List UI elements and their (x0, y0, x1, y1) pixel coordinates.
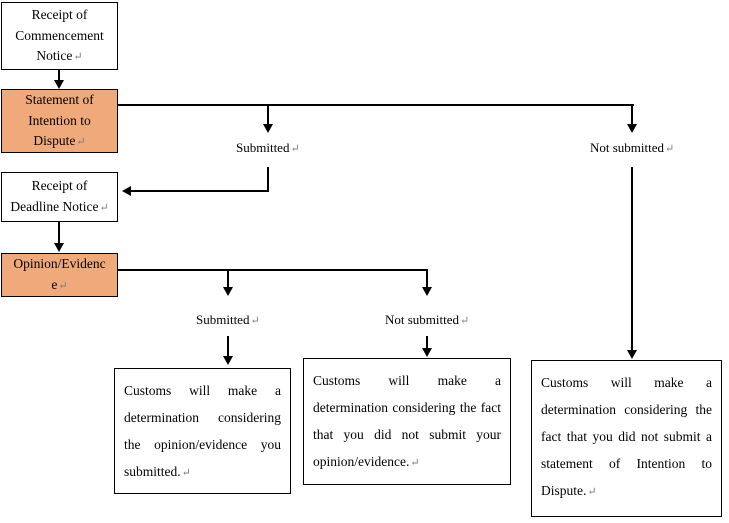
node-line: Intention to (28, 112, 91, 128)
node-line-with-cr: Dispute↵ (33, 131, 85, 152)
connector-opinion-not-submitted-stem (426, 269, 428, 289)
connector-statement-not-submitted-stem (631, 104, 633, 126)
node-line: Receipt of (31, 178, 88, 194)
connector-opinion-submitted-stem (227, 269, 229, 289)
arrowhead-left (122, 186, 131, 196)
edge-label-statement-not-submitted: Not submitted↵ (590, 141, 674, 155)
connector-to-outcome-right (631, 167, 633, 352)
outcome-text: Customs will make a determination consid… (313, 373, 501, 469)
outcome-box-opinion-submitted[interactable]: Customs will make a determination consid… (114, 368, 291, 494)
connector-submitted-to-deadline-run (131, 190, 269, 192)
connector-opinion-split-bar (117, 269, 428, 271)
edge-label-text: Submitted (196, 312, 250, 327)
node-line-with-cr: e↵ (51, 275, 67, 296)
node-line: Deadline Notice (10, 199, 99, 214)
cr-mark: ↵ (76, 136, 86, 149)
arrowhead-down (422, 348, 432, 357)
node-line-with-cr: Deadline Notice↵ (10, 197, 108, 218)
node-receipt-of-deadline-notice[interactable]: Receipt of Deadline Notice↵ (1, 172, 118, 222)
cr-mark: ↵ (73, 51, 83, 64)
node-line: Commencement (15, 27, 104, 43)
arrowhead-down (263, 124, 273, 133)
node-receipt-of-commencement-notice[interactable]: Receipt of Commencement Notice↵ (1, 2, 118, 70)
outcome-text: Customs will make a determination consid… (124, 383, 281, 479)
node-line: Opinion/Evidenc (13, 256, 106, 272)
arrowhead-down (223, 356, 233, 365)
connector-statement-split-bar (117, 104, 634, 106)
cr-mark: ↵ (181, 467, 191, 479)
cr-mark: ↵ (460, 315, 470, 327)
arrowhead-down (223, 287, 233, 296)
connector-deadline-to-opinion (58, 222, 60, 244)
node-line: Receipt of (31, 6, 88, 22)
edge-label-text: Not submitted (385, 312, 460, 327)
node-line-with-cr: Notice↵ (36, 46, 82, 67)
cr-mark: ↵ (665, 143, 675, 155)
node-statement-of-intention-to-dispute[interactable]: Statement of Intention to Dispute↵ (1, 89, 118, 153)
cr-mark: ↵ (99, 202, 109, 214)
connector-statement-submitted-stem (267, 104, 269, 126)
node-opinion-evidence[interactable]: Opinion/Evidenc e↵ (1, 253, 118, 297)
arrowhead-down (627, 124, 637, 133)
arrowhead-down (627, 350, 637, 359)
connector-submitted-to-deadline-stem (267, 167, 269, 192)
edge-label-statement-submitted: Submitted↵ (236, 141, 300, 155)
outcome-text: Customs will make a determination consid… (541, 375, 712, 498)
outcome-box-statement-not-submitted[interactable]: Customs will make a determination consid… (531, 360, 722, 517)
node-line: Dispute (33, 133, 76, 149)
connector-to-outcome-middle (426, 336, 428, 350)
cr-mark: ↵ (290, 143, 300, 155)
connector-commencement-to-statement (58, 70, 60, 82)
edge-label-opinion-submitted: Submitted↵ (196, 313, 260, 327)
node-line: Statement of (25, 91, 94, 107)
connector-to-outcome-left (227, 336, 229, 358)
arrowhead-down (54, 80, 64, 89)
cr-mark: ↵ (58, 280, 68, 292)
edge-label-text: Submitted (236, 140, 290, 155)
cr-mark: ↵ (410, 457, 420, 469)
node-line: Notice (36, 48, 73, 64)
arrowhead-down (422, 287, 432, 296)
edge-label-text: Not submitted (590, 140, 665, 155)
outcome-box-opinion-not-submitted[interactable]: Customs will make a determination consid… (303, 358, 511, 485)
edge-label-opinion-not-submitted: Not submitted↵ (385, 313, 469, 327)
arrowhead-down (54, 243, 64, 252)
cr-mark: ↵ (587, 486, 597, 498)
node-line: e (51, 277, 58, 292)
cr-mark: ↵ (250, 315, 260, 327)
